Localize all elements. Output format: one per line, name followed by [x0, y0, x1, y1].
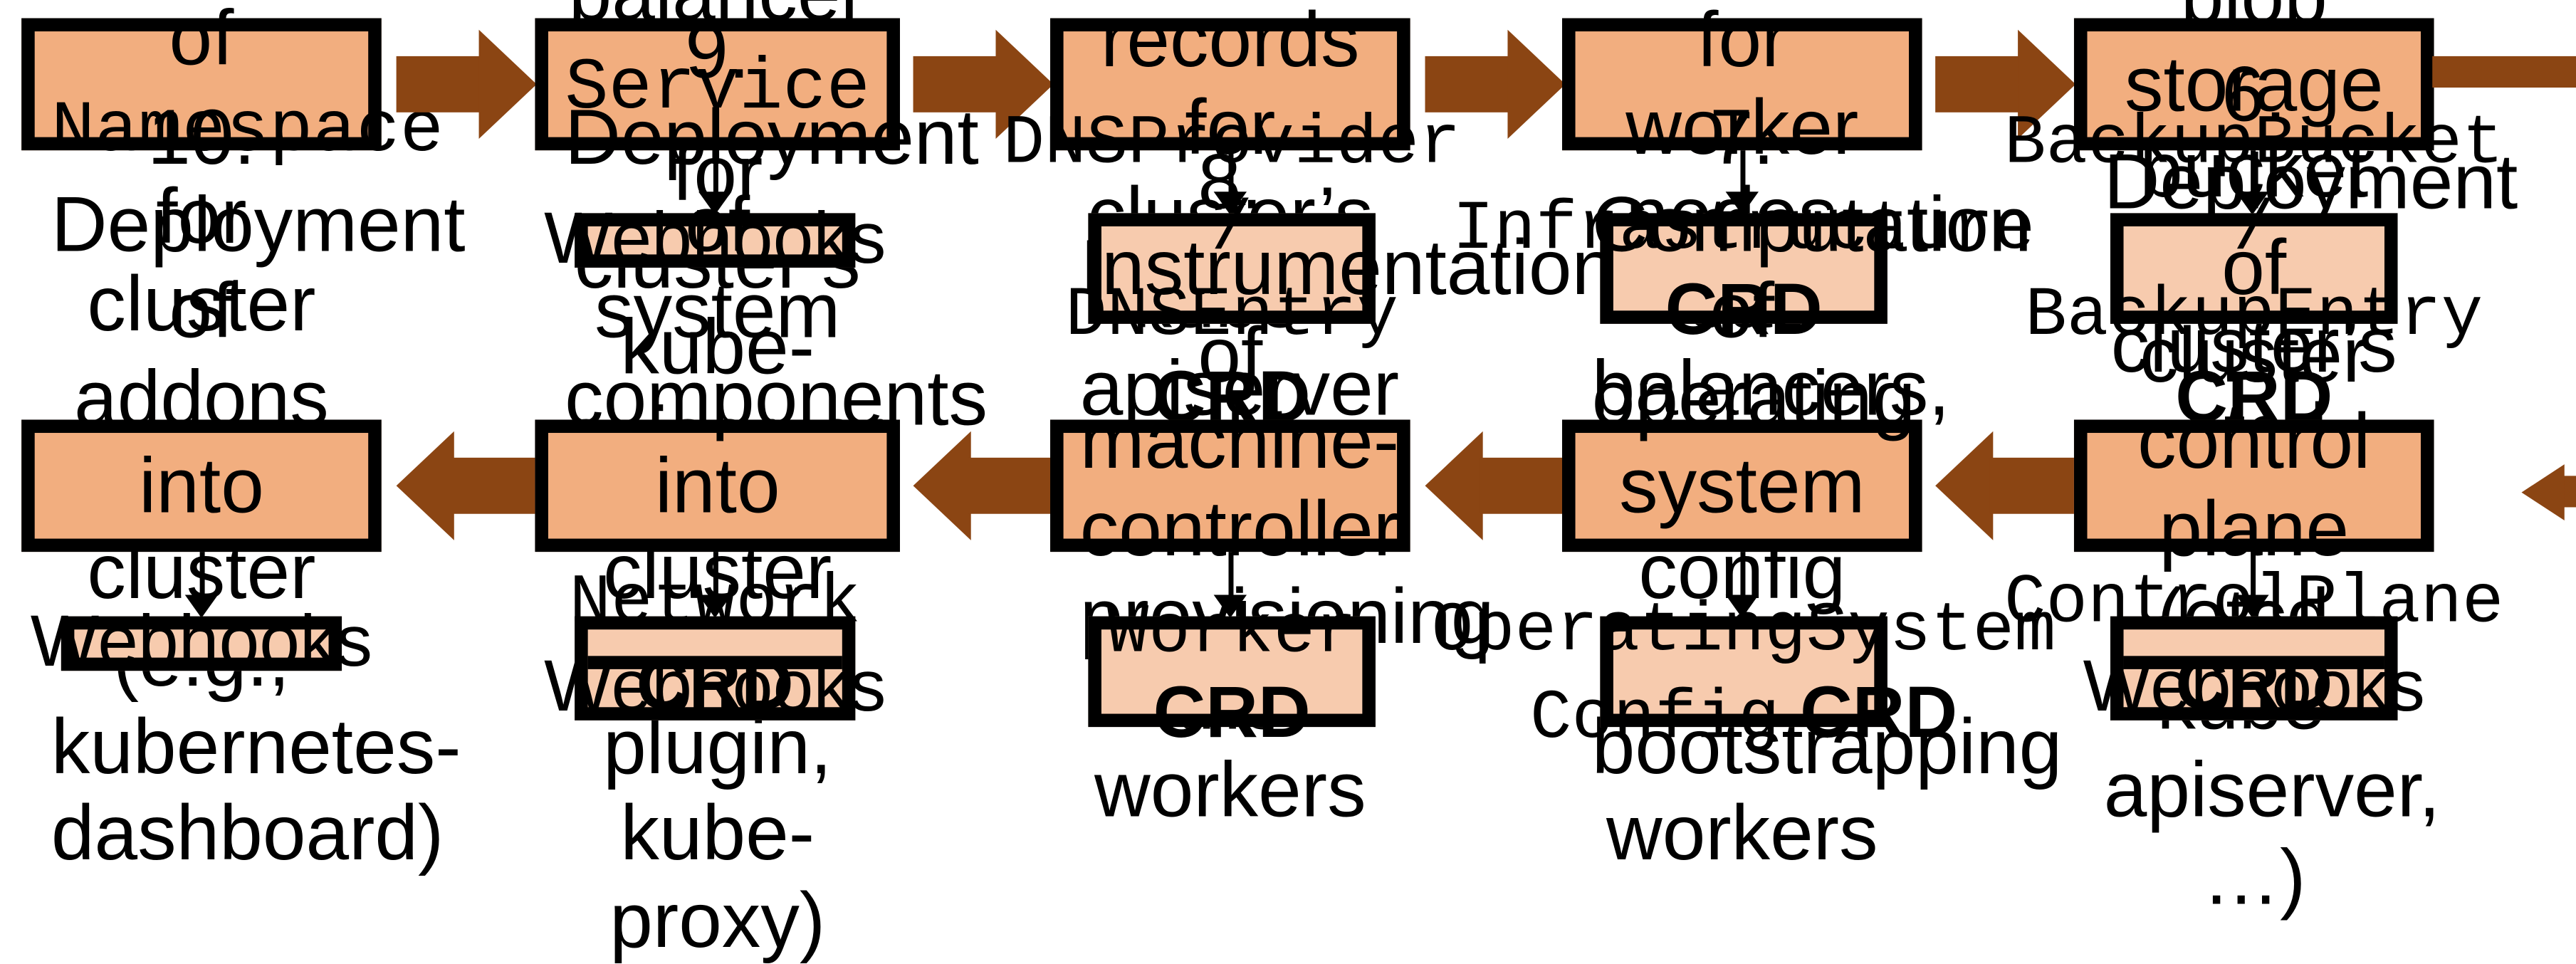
arrow-head-left-icon: [1425, 431, 1483, 540]
connector-arrowhead-icon: [184, 594, 219, 618]
connector-step-8-artifact: [1228, 552, 1234, 607]
artifact-step-6-group[interactable]: ControlPlane CRD Webhooks: [2004, 564, 2503, 727]
webhooks-label: Webhooks: [30, 602, 373, 683]
crd-label: Network CRD: [569, 564, 861, 725]
arrow-7-to-8: [1425, 431, 1564, 540]
arrow-1-to-2: [396, 29, 537, 139]
arrow-head-left-icon: [913, 431, 971, 540]
connector-step-9-artifact: [713, 552, 718, 607]
arrow-head-right-icon: [2018, 29, 2076, 139]
connector-arrowhead-icon: [1213, 594, 1247, 618]
connector-step-7-artifact: [1740, 552, 1746, 607]
connector-step-10-artifact: [199, 552, 205, 607]
arrow-4-to-5: [1935, 29, 2076, 139]
connector-arrowhead-icon: [698, 192, 732, 215]
arrow-shaft: [1989, 457, 2074, 514]
arrow-2-to-3: [913, 29, 1054, 139]
connector-step-3-artifact: [1228, 150, 1234, 204]
crd-label: ControlPlane CRD: [2004, 564, 2504, 725]
arrow-shaft: [396, 56, 483, 112]
artifact-step-9-group[interactable]: Network CRD Webhooks: [544, 564, 886, 727]
connector-arrowhead-icon: [1213, 192, 1247, 215]
webhooks-label: Webhooks: [544, 646, 886, 728]
connector-arrowhead-icon: [1725, 192, 1759, 215]
webhooks-label: Webhooks: [544, 198, 886, 280]
arrow-shaft: [1480, 457, 1564, 514]
connector-step-5-artifact: [2251, 150, 2256, 204]
connector-step-6-artifact: [2251, 552, 2256, 607]
arrow-head-left-icon: [2521, 464, 2565, 521]
connector-arrowhead-icon: [698, 594, 732, 618]
arrow-shaft: [913, 56, 1000, 112]
arrow-shaft: [451, 457, 535, 514]
arrow-head-left-icon: [1935, 431, 1994, 540]
arrow-5-to-6: [2432, 50, 2576, 521]
arrow-9-to-10: [396, 431, 535, 540]
elbow-horizontal-segment: [2432, 56, 2576, 88]
arrow-shaft: [1425, 56, 1512, 112]
arrow-6-to-7: [1935, 431, 2074, 540]
arrow-shaft: [1935, 56, 2021, 112]
connector-arrowhead-icon: [2236, 594, 2269, 618]
artifact-step-9-webhooks[interactable]: Webhooks: [544, 646, 886, 727]
artifact-step-2-webhooks[interactable]: Webhooks: [544, 199, 886, 280]
connector-arrowhead-icon: [1725, 594, 1759, 618]
artifact-step-6-webhooks[interactable]: Webhooks: [2083, 646, 2425, 727]
connector-step-2-artifact: [713, 150, 718, 204]
elbow-head-shaft: [2561, 476, 2576, 508]
webhooks-label: Webhooks: [2083, 646, 2425, 728]
arrow-3-to-4: [1425, 29, 1566, 139]
arrow-8-to-9: [913, 431, 1052, 540]
arrow-head-left-icon: [396, 431, 454, 540]
artifact-step-9-crd[interactable]: Network CRD: [570, 564, 861, 725]
artifact-step-10-webhooks[interactable]: Webhooks: [31, 602, 372, 683]
artifact-step-6-crd[interactable]: ControlPlane CRD: [2004, 564, 2503, 725]
connector-arrowhead-icon: [2236, 192, 2269, 215]
artifact-step-3-crd[interactable]: DNSProvider /DNSEntry CRD: [1003, 104, 1461, 438]
arrow-head-right-icon: [1507, 29, 1566, 139]
connector-step-4-artifact: [1740, 150, 1746, 204]
arrow-shaft: [968, 457, 1052, 514]
arrow-head-right-icon: [995, 29, 1054, 139]
arrow-head-right-icon: [478, 29, 537, 139]
